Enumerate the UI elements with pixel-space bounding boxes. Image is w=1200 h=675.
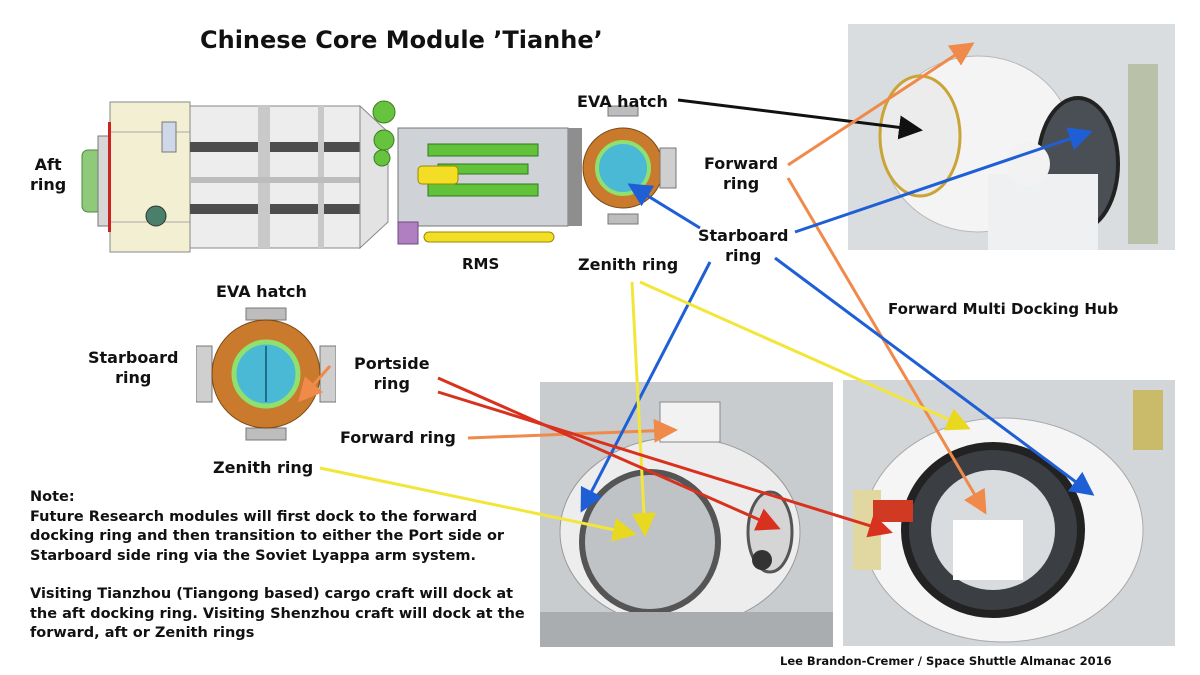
note-heading: Note: (30, 489, 75, 505)
note-block: Note: Future Research modules will first… (30, 488, 540, 644)
zenith-view-photo (540, 382, 833, 647)
eva-hatch-label-small: EVA hatch (216, 282, 307, 301)
starboard-ring-label-top: Starboard ring (698, 226, 789, 265)
zenith-ring-label-small: Zenith ring (213, 458, 314, 477)
starboard-ring-label-small: Starboard ring (88, 348, 179, 387)
credit-line: Lee Brandon-Cremer / Space Shuttle Alman… (780, 654, 1112, 668)
forward-ring-label-top: Forward ring (704, 154, 779, 193)
note-paragraph-2: Visiting Tianzhou (Tiangong based) cargo… (30, 586, 525, 641)
forward-ring-label-small: Forward ring (340, 428, 456, 447)
aft-ring-label: Aft ring (30, 155, 67, 194)
eva-hatch-label-top: EVA hatch (577, 92, 668, 111)
forward-hub-photo (848, 24, 1175, 250)
forward-multi-docking-hub-label: Forward Multi Docking Hub (888, 300, 1119, 318)
core-module-side-view (81, 100, 677, 253)
zenith-ring-label-top: Zenith ring (578, 255, 679, 274)
docking-node-front-view (196, 307, 336, 441)
diagram-title: Chinese Core Module ’Tianhe’ (200, 26, 603, 54)
overhead-hub-photo (843, 380, 1175, 646)
note-paragraph-1: Future Research modules will first dock … (30, 508, 505, 564)
rms-label: RMS (462, 255, 500, 273)
portside-ring-label: Portside ring (354, 354, 430, 393)
